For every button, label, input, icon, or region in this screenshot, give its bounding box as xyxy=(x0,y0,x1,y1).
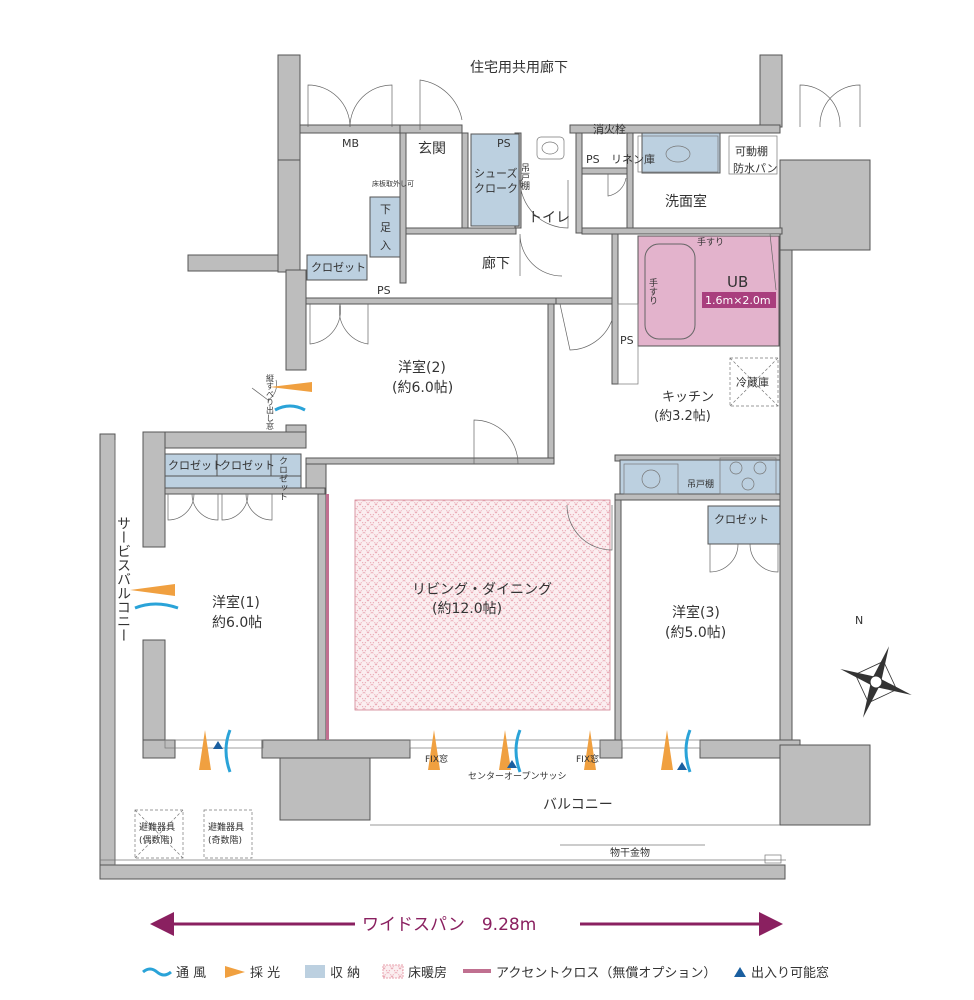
floor-heating-legend-icon xyxy=(382,964,404,979)
washroom-label: 洗面室 xyxy=(665,193,707,210)
kitchen-name: キッチン xyxy=(662,390,714,405)
kitchen-size: (約3.2帖) xyxy=(654,409,711,424)
geta-label-2: 足 xyxy=(380,221,391,234)
waterproof-pan-label: 防水パン xyxy=(733,161,778,175)
evacuation-even-box xyxy=(134,809,184,859)
vertical-slide-window-label: 縦すべり出し窓 xyxy=(266,373,275,430)
fix-window-label-1: FIX窓 xyxy=(425,753,448,765)
exterior-walls xyxy=(99,54,871,880)
accent-cross xyxy=(326,494,329,740)
handrail-label-2: 手すり xyxy=(647,277,658,305)
room1-size: 約6.0帖 xyxy=(212,615,262,631)
closet-r3-label: クロゼット xyxy=(714,513,769,526)
ps-label-1: PS xyxy=(497,137,511,150)
floor-heating-area xyxy=(354,499,611,711)
handrail-label-1: 手すり xyxy=(697,236,724,248)
evacuation-odd-box xyxy=(203,809,253,859)
room2-name: 洋室(2) xyxy=(398,359,446,376)
evac-even-label-2: (偶数階) xyxy=(139,834,173,846)
storage-areas xyxy=(164,132,781,545)
legend-label-storage: 収 納 xyxy=(330,966,360,981)
wind-markers xyxy=(134,404,692,773)
movable-shelf-label: 可動棚 xyxy=(735,144,768,158)
widespan-arrow xyxy=(150,912,783,936)
fixtures xyxy=(536,135,779,495)
mb-label: MB xyxy=(342,137,359,150)
toilet-hanging-shelf-label: 吊戸棚 xyxy=(519,163,530,191)
entry-window-legend-icon xyxy=(734,967,746,977)
ps-label-2: PS xyxy=(586,153,600,166)
legend-label-accent: アクセントクロス（無償オプション） xyxy=(496,966,716,981)
balcony-label: バルコニー xyxy=(543,797,613,813)
closet-r1-label-c: クロゼット xyxy=(277,456,288,501)
closet-r1-label-a: クロゼット xyxy=(168,459,223,472)
ub-label: UB xyxy=(727,273,748,291)
north-label: N xyxy=(855,614,863,627)
evac-even-label-1: 避難器具 xyxy=(139,821,175,833)
closet-r1-label-b: クロゼット xyxy=(220,459,275,472)
shoes-closet-label-2: クローク xyxy=(474,182,518,195)
legend-label-light: 採 光 xyxy=(250,966,280,981)
common-corridor-label: 住宅用共用廊下 xyxy=(470,59,568,76)
floor-removable-label: 床板取外し可 xyxy=(372,179,414,188)
clothes-hanger-label: 物干金物 xyxy=(610,846,650,859)
ub-size-label: 1.6m×2.0m xyxy=(705,294,771,307)
ps-label-4: PS xyxy=(620,334,634,347)
legend-label-heating: 床暖房 xyxy=(408,965,447,981)
evac-odd-label-2: (奇数階) xyxy=(208,834,242,846)
entry-window-markers xyxy=(213,741,687,770)
wind-legend-icon xyxy=(142,967,172,977)
bathtub xyxy=(644,243,696,340)
ld-size: (約12.0帖) xyxy=(432,601,502,617)
room3-name: 洋室(3) xyxy=(672,604,720,621)
service-balcony-label: サービスバルコニー xyxy=(115,516,131,642)
light-markers xyxy=(130,382,673,770)
center-open-sash-label: センターオープンサッシ xyxy=(468,771,566,782)
legend-label-entry: 出入り可能窓 xyxy=(751,965,829,981)
fix-window-label-2: FIX窓 xyxy=(576,753,599,765)
widespan-label: ワイドスパン 9.28m xyxy=(362,915,536,935)
ps-label-3: PS xyxy=(377,284,391,297)
toilet-label: トイレ xyxy=(528,210,570,226)
accent-cross-legend-icon xyxy=(463,969,491,973)
legend: 通 風 採 光 収 納 床暖房 アクセントクロス（無償オプション） 出入り可能窓 xyxy=(142,964,829,981)
room1-name: 洋室(1) xyxy=(212,594,260,611)
compass-icon xyxy=(840,646,912,718)
genkan-label: 玄関 xyxy=(418,140,446,157)
doors xyxy=(167,79,861,573)
shoes-closet-label-1: シューズ xyxy=(474,166,517,180)
storage-legend-icon xyxy=(305,965,325,978)
geta-label-3: 入 xyxy=(380,239,391,252)
legend-label-wind: 通 風 xyxy=(176,966,206,981)
fridge-label: 冷蔵庫 xyxy=(736,375,769,389)
room3-size: (約5.0帖) xyxy=(665,625,726,641)
light-legend-icon xyxy=(225,966,245,978)
corridor-label: 廊下 xyxy=(482,255,510,272)
geta-label-1: 下 xyxy=(380,203,391,216)
linen-label: リネン庫 xyxy=(611,152,655,166)
extinguisher-label: 消火栓 xyxy=(593,122,626,136)
interior-walls xyxy=(164,132,783,741)
ld-name: リビング・ダイニング xyxy=(412,582,552,598)
kitchen-hanging-shelf-label: 吊戸棚 xyxy=(687,478,714,490)
closet-main-label: クロゼット xyxy=(311,261,366,274)
evac-odd-label-1: 避難器具 xyxy=(208,821,244,833)
room2-size: (約6.0帖) xyxy=(392,380,453,396)
